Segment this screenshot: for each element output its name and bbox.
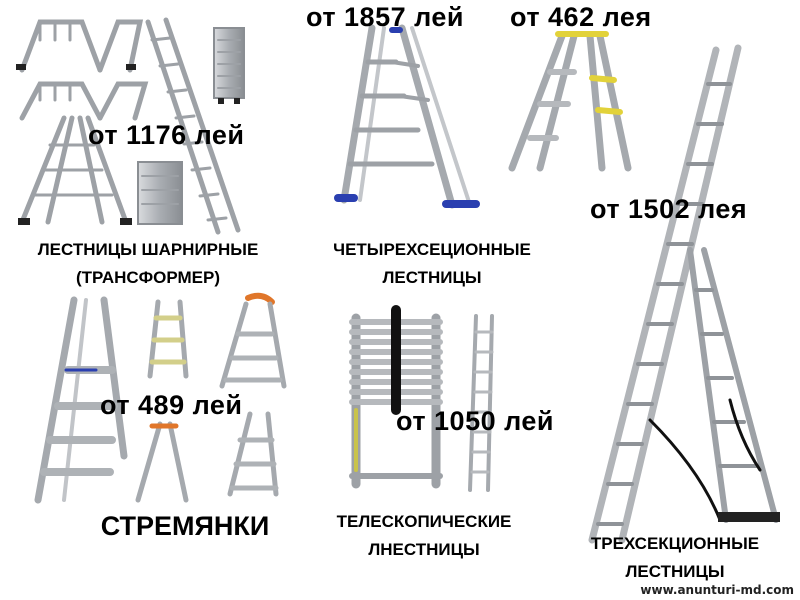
category-telescopic-line2: ЛНЕСТНИЦЫ xyxy=(368,540,480,559)
four-section-ladder-icon xyxy=(334,24,480,209)
category-transformer-line2: (ТРАНСФОРМЕР) xyxy=(75,268,221,287)
category-four-section: ЧЕТЫРЕХСЕЦИОННЫЕ ЛЕСТНИЦЫ xyxy=(300,236,564,292)
category-four-section-line1: ЧЕТЫРЕХСЕЦИОННЫЕ xyxy=(333,240,531,259)
category-four-section-line2: ЛЕСТНИЦЫ xyxy=(382,268,482,287)
stepladder-icon xyxy=(34,292,287,504)
category-three-section-line2: ЛЕСТНИЦЫ xyxy=(625,562,725,581)
price-four-section: от 1857 лей xyxy=(306,2,465,32)
price-three-section: от 1502 лея xyxy=(590,194,748,224)
a-frame-ladder-icon xyxy=(508,31,632,172)
price-transformer: от 1176 лей xyxy=(88,120,245,150)
category-three-section-line1: ТРЕХСЕКЦИОННЫЕ xyxy=(590,534,760,553)
telescopic-ladder-icon xyxy=(349,305,494,492)
category-stepladders: СТРЕМЯНКИ xyxy=(100,511,270,541)
category-transformer-line1: ЛЕСТНИЦЫ ШАРНИРНЫЕ xyxy=(37,240,259,259)
category-telescopic-line1: ТЕЛЕСКОПИЧЕСКИЕ xyxy=(336,512,512,531)
site-watermark: www.anunturi-md.com xyxy=(640,583,794,597)
category-telescopic: ТЕЛЕСКОПИЧЕСКИЕ ЛНЕСТНИЦЫ xyxy=(304,508,544,564)
category-three-section: ТРЕХСЕКЦИОННЫЕ ЛЕСТНИЦЫ xyxy=(560,530,790,586)
three-section-ladder-icon xyxy=(588,44,780,544)
price-telescopic: от 1050 лей xyxy=(396,406,555,436)
category-transformer: ЛЕСТНИЦЫ ШАРНИРНЫЕ (ТРАНСФОРМЕР) xyxy=(6,236,290,292)
price-two-section: от 462 лея xyxy=(510,2,652,32)
folding-transformer-ladder-icon xyxy=(16,17,245,235)
price-stepladder: от 489 лей xyxy=(100,390,243,420)
